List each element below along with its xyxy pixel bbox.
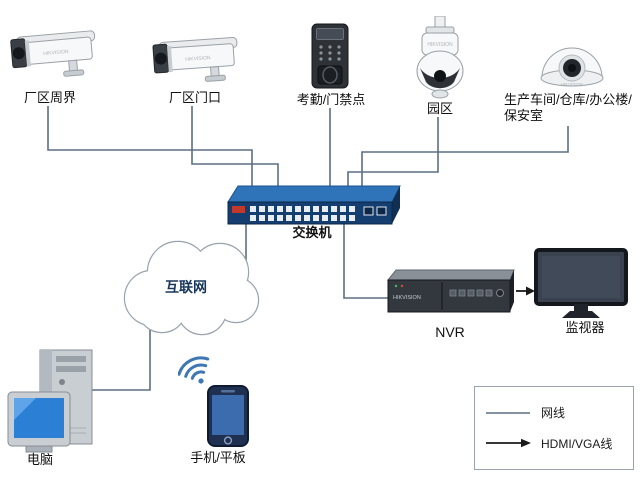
- legend-item-network-cable: 网线: [485, 404, 623, 421]
- label-mobile: 手机/平板: [190, 450, 246, 465]
- bullet-camera-icon: HIKVISION: [6, 26, 106, 88]
- brand-text: HIKVISION: [43, 49, 69, 57]
- dome-camera-icon: HIKVISION: [530, 36, 614, 90]
- label-switch: 交换机: [292, 225, 332, 240]
- network-cable-line-icon: [486, 412, 530, 414]
- brand-text: HIKVISION: [185, 55, 211, 63]
- legend: 网线 HDMI/VGA线: [474, 386, 634, 470]
- bullet-camera-icon: HIKVISION: [148, 34, 248, 90]
- label-park-ptz: 园区: [426, 101, 453, 116]
- label-internet: 互联网: [165, 279, 207, 295]
- legend-hdmi-vga-label: HDMI/VGA线: [541, 436, 613, 451]
- cable-internet-to-pc: [75, 324, 151, 391]
- legend-item-hdmi-vga: HDMI/VGA线: [485, 435, 623, 452]
- nvr-icon: HIKVISION: [386, 268, 518, 314]
- monitor-icon: [534, 248, 630, 320]
- label-dome-camera: 生产车间/仓库/办公楼/保安室: [504, 92, 632, 123]
- brand-text: HIKVISION: [393, 295, 421, 301]
- access-control-icon: [304, 22, 356, 90]
- internet-cloud-icon: 互联网: [112, 240, 262, 344]
- label-access-control: 考勤/门禁点: [296, 92, 366, 107]
- label-gate-camera: 厂区门口: [168, 90, 221, 105]
- desktop-pc-icon: [6, 348, 98, 460]
- hdmi-vga-arrow: [516, 286, 535, 296]
- brand-text: HIKVISION: [561, 82, 584, 87]
- brand-text: HIKVISION: [427, 42, 453, 48]
- network-switch-icon: [224, 182, 404, 226]
- label-perimeter-camera: 厂区周界: [23, 90, 76, 105]
- ptz-camera-icon: HIKVISION: [408, 16, 472, 102]
- label-nvr: NVR: [435, 324, 465, 340]
- cable-dome-to-switch: [361, 126, 569, 210]
- smartphone-icon: [206, 384, 252, 450]
- wifi-icon: [178, 342, 224, 388]
- label-pc: 电脑: [26, 452, 53, 467]
- cable-perimeter-to-switch: [47, 106, 253, 210]
- legend-network-cable-label: 网线: [541, 406, 566, 421]
- hdmi-vga-arrow-icon: [486, 438, 531, 448]
- cable-switch-to-nvr: [343, 222, 392, 299]
- label-monitor: 监视器: [565, 320, 605, 335]
